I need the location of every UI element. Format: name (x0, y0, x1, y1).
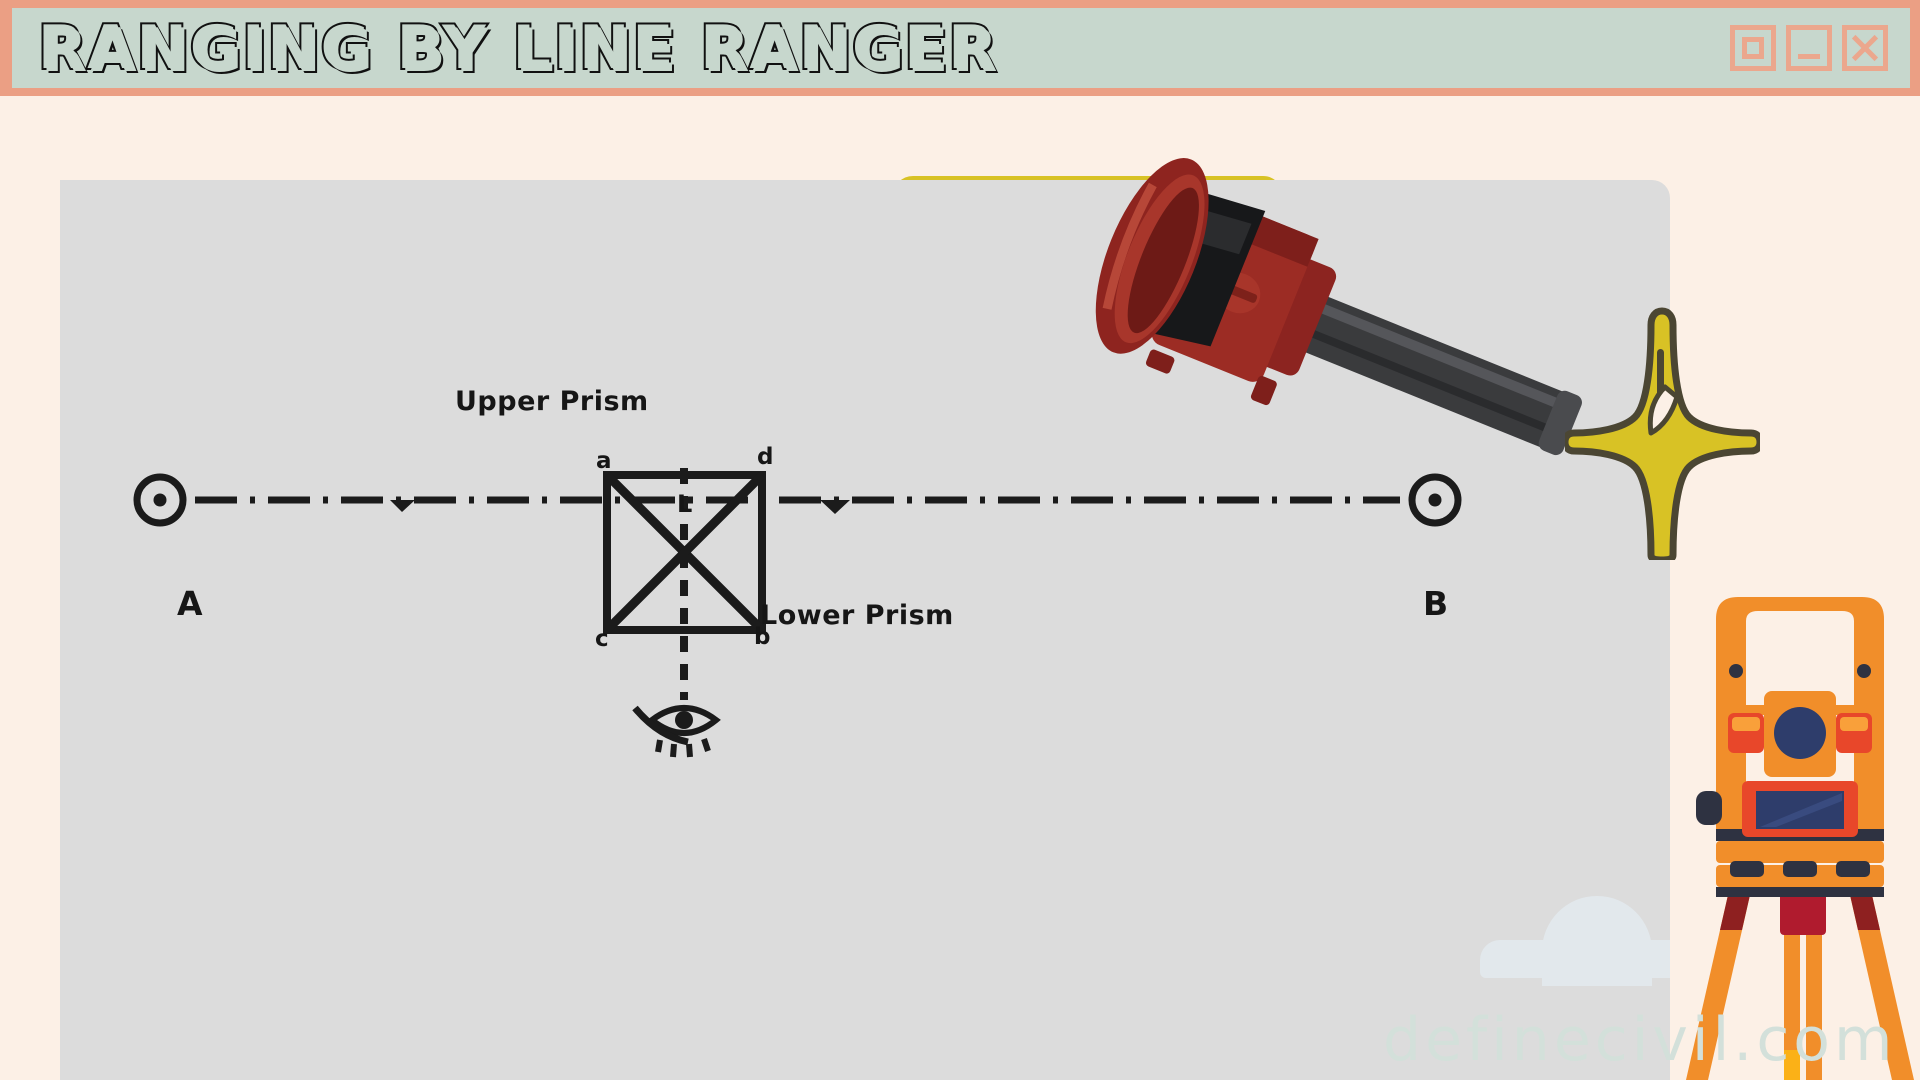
watermark: definecivil.com (1383, 1005, 1897, 1075)
cloud-shape (1480, 896, 1670, 986)
total-station-illustration (1686, 597, 1914, 1080)
label-point-a: A (177, 584, 203, 623)
label-vertex-b: b (754, 624, 771, 650)
window-controls (1730, 25, 1888, 71)
line-ranger-diagram (133, 468, 1462, 758)
label-vertex-c: c (595, 626, 609, 652)
label-center-l: L (677, 490, 693, 518)
station-b-marker (1408, 473, 1462, 527)
label-point-b: B (1423, 584, 1449, 623)
label-vertex-d: d (757, 444, 774, 470)
title-bar-inner: RANGING BY LINE RANGER (12, 8, 1910, 88)
label-lower-prism: Lower Prism (760, 600, 954, 631)
content-panel: Upper Prism Lower Prism a d c b L A B (60, 180, 1670, 1080)
minimize-button[interactable] (1786, 25, 1832, 71)
station-a-marker (133, 473, 187, 527)
direction-arrow-icon (390, 500, 850, 514)
label-upper-prism: Upper Prism (455, 386, 649, 417)
label-vertex-a: a (596, 448, 612, 474)
sparkle-icon (1565, 307, 1760, 560)
tribrach (1716, 829, 1884, 897)
station-body (1696, 597, 1884, 837)
minimize-icon (1798, 54, 1820, 59)
maximize-button[interactable] (1730, 25, 1776, 71)
eye-icon (632, 705, 721, 758)
maximize-icon (1742, 37, 1764, 59)
title-bar: RANGING BY LINE RANGER (0, 0, 1920, 96)
window-title: RANGING BY LINE RANGER (36, 13, 998, 83)
close-button[interactable] (1842, 25, 1888, 71)
tripod-legs (1686, 891, 1914, 1080)
